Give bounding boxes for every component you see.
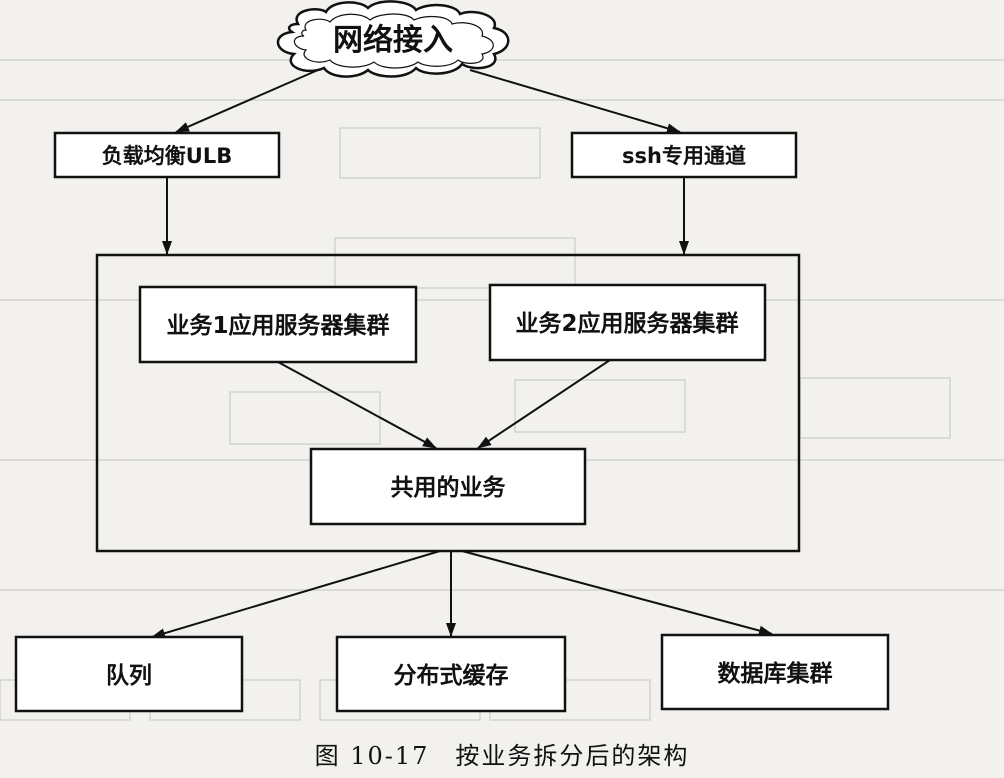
figure-caption: 图 10-17 按业务拆分后的架构 <box>314 742 690 770</box>
arrow-cloud-to-ssh <box>469 69 681 134</box>
shared-service-label: 共用的业务 <box>391 474 507 501</box>
database-box: 数据库集群 <box>660 633 890 711</box>
arrow-service2-to-shared <box>477 359 611 449</box>
cache-label: 分布式缓存 <box>394 662 509 689</box>
service-1-label: 业务1应用服务器集群 <box>166 312 389 339</box>
service-1-box: 业务1应用服务器集群 <box>138 285 418 364</box>
arrow-shared-to-queue <box>151 550 441 639</box>
queue-box: 队列 <box>14 635 244 713</box>
shared-service-box: 共用的业务 <box>309 447 587 526</box>
arrows <box>151 69 773 639</box>
ssh-channel-label: ssh专用通道 <box>622 144 746 168</box>
service-2-label: 业务2应用服务器集群 <box>515 310 738 337</box>
queue-label: 队列 <box>106 663 152 689</box>
load-balancer-label: 负载均衡ULB <box>102 144 232 168</box>
network-access-cloud: 网络接入 <box>276 0 510 78</box>
cache-box: 分布式缓存 <box>335 635 567 713</box>
network-access-label: 网络接入 <box>333 23 453 58</box>
database-label: 数据库集群 <box>718 660 833 687</box>
arrow-shared-to-database <box>461 550 773 636</box>
service-2-box: 业务2应用服务器集群 <box>488 283 767 362</box>
ssh-channel-box: ssh专用通道 <box>570 131 798 179</box>
arrow-cloud-to-ulb <box>175 69 319 133</box>
load-balancer-box: 负载均衡ULB <box>53 131 281 179</box>
app-cluster-container <box>95 253 801 553</box>
arrow-service1-to-shared <box>277 361 437 449</box>
